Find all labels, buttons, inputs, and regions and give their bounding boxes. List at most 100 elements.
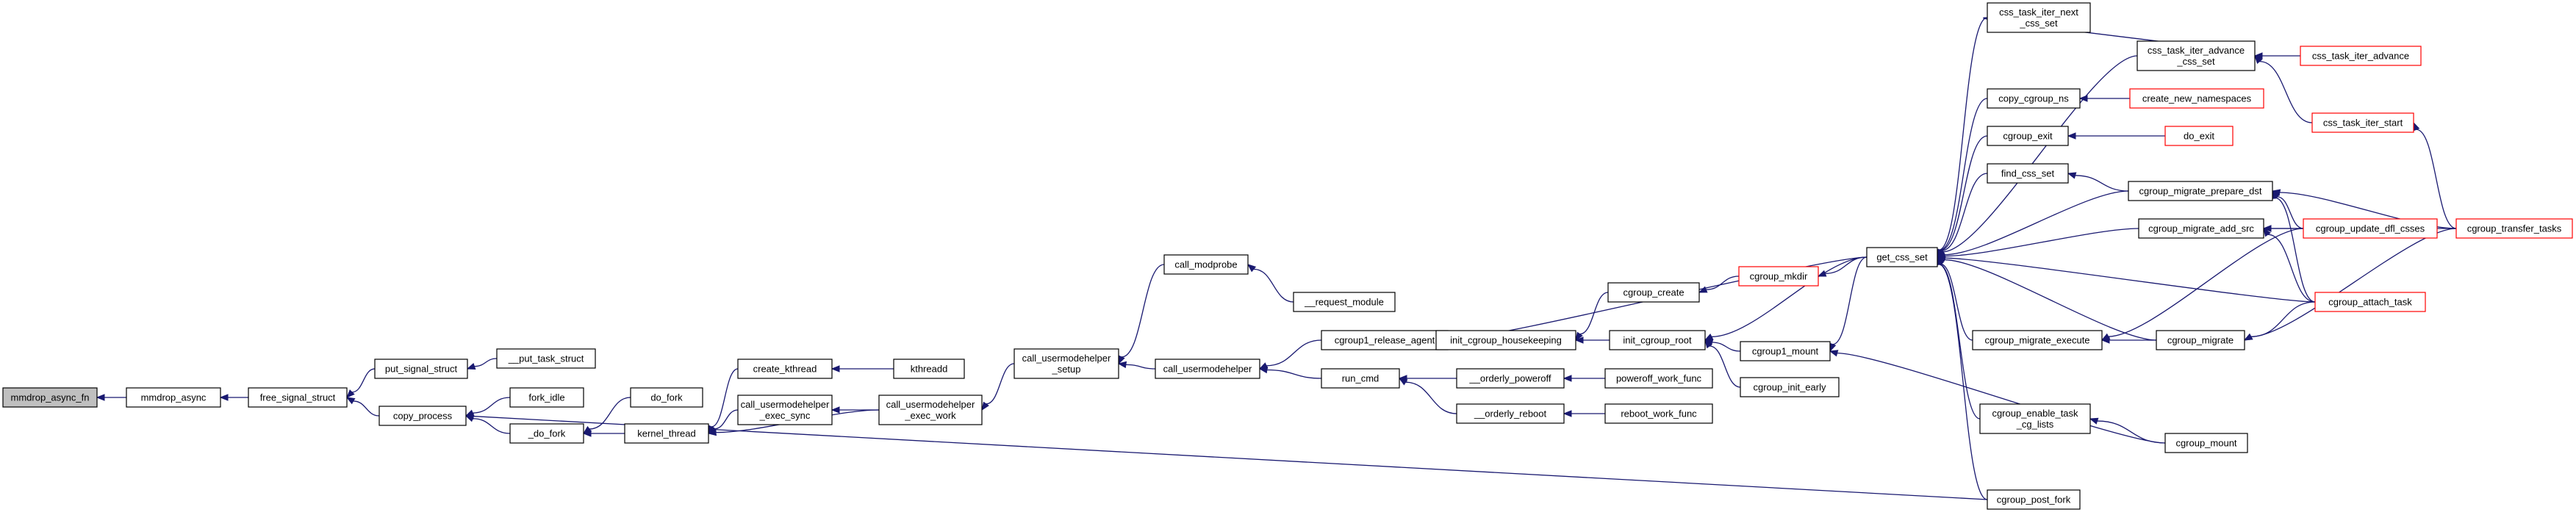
node-reboot-work-func[interactable]: reboot_work_func bbox=[1604, 403, 1713, 424]
arrowhead bbox=[1563, 375, 1572, 382]
edge-line bbox=[1711, 256, 1868, 338]
node-cgroup-update-dfl-csses[interactable]: cgroup_update_dfl_csses bbox=[2303, 218, 2438, 239]
node-box bbox=[1604, 403, 1713, 424]
node-run-cmd[interactable]: run_cmd bbox=[1321, 368, 1400, 389]
node-cgroup-create[interactable]: cgroup_create bbox=[1607, 282, 1700, 303]
edge-cgroup1-release-agent-to-call-usermodehelper bbox=[1258, 339, 1322, 370]
edge-line bbox=[2277, 196, 2304, 229]
edge-line bbox=[1939, 98, 1988, 251]
edge-kernel-thread-to-do-fork bbox=[582, 430, 625, 437]
node-do-fork[interactable]: _do_fork bbox=[509, 423, 584, 444]
edge-line bbox=[1125, 364, 1156, 370]
arrowhead bbox=[981, 401, 989, 411]
node-box bbox=[2136, 40, 2256, 71]
node-box bbox=[1456, 368, 1565, 389]
node-call-usermodehelper-setup[interactable]: call_usermodehelper_setup bbox=[1013, 348, 1119, 379]
node-box bbox=[2156, 330, 2245, 350]
edge-line bbox=[1942, 55, 2138, 253]
node-mmdrop-async-fn[interactable]: mmdrop_async_fn bbox=[2, 387, 98, 408]
node-cgroup-migrate-execute[interactable]: cgroup_migrate_execute bbox=[1972, 330, 2103, 350]
edge-line bbox=[1709, 345, 1741, 388]
node-find-css-set[interactable]: find_css_set bbox=[1987, 163, 2069, 184]
node-label: call_usermodehelper bbox=[1163, 364, 1252, 375]
node-box bbox=[1738, 266, 1819, 287]
node-cgroup-post-fork[interactable]: cgroup_post_fork bbox=[1987, 489, 2081, 510]
node-call-modprobe[interactable]: call_modprobe bbox=[1163, 254, 1249, 275]
node-orderly-reboot[interactable]: __orderly_reboot bbox=[1456, 403, 1565, 424]
node-do-exit[interactable]: do_exit bbox=[2164, 126, 2234, 146]
edge-line bbox=[2259, 60, 2313, 123]
node-box bbox=[509, 423, 584, 444]
edge-line bbox=[2075, 175, 2129, 192]
node-request-module[interactable]: __request_module bbox=[1293, 292, 1396, 312]
node-call-usermodehelper-exec-sync[interactable]: call_usermodehelper_exec_sync bbox=[737, 395, 833, 425]
node-cgroup-init-early[interactable]: cgroup_init_early bbox=[1740, 377, 1840, 397]
edge-call-usermodehelper-to-call-usermodehelper-setup bbox=[1117, 361, 1156, 370]
node-box bbox=[1155, 359, 1260, 379]
node-css-task-iter-next-css-set[interactable]: css_task_iter_next_css_set bbox=[1987, 2, 2091, 33]
node-kthreadd[interactable]: kthreadd bbox=[893, 359, 965, 379]
edge-line bbox=[2275, 197, 2316, 303]
edge-line bbox=[2250, 301, 2316, 337]
node-orderly-poweroff[interactable]: __orderly_poweroff bbox=[1456, 368, 1565, 389]
node-call-usermodehelper-exec-work[interactable]: call_usermodehelper_exec_work bbox=[878, 395, 983, 425]
node-cgroup-exit[interactable]: cgroup_exit bbox=[1987, 126, 2069, 146]
node-box bbox=[1013, 348, 1119, 379]
edge-line bbox=[1266, 369, 1322, 379]
node-init-cgroup-housekeeping[interactable]: init_cgroup_housekeeping bbox=[1435, 330, 1576, 350]
node-do-fork[interactable]: do_fork bbox=[630, 387, 703, 408]
node-copy-cgroup-ns[interactable]: copy_cgroup_ns bbox=[1987, 88, 2081, 109]
node-cgroup-transfer-tasks[interactable]: cgroup_transfer_tasks bbox=[2455, 218, 2573, 239]
node-put-task-struct[interactable]: __put_task_struct bbox=[496, 348, 596, 369]
node-create-new-namespaces[interactable]: create_new_namespaces bbox=[2129, 88, 2264, 109]
node-fork-idle[interactable]: fork_idle bbox=[509, 387, 584, 408]
node-label: __put_task_struct bbox=[508, 353, 584, 364]
edge-line bbox=[1122, 264, 1165, 358]
node-mmdrop-async[interactable]: mmdrop_async bbox=[126, 387, 221, 408]
edge-orderly-reboot-to-run-cmd bbox=[1398, 378, 1457, 414]
node-poweroff-work-func[interactable]: poweroff_work_func bbox=[1604, 368, 1713, 389]
node-init-cgroup-root[interactable]: init_cgroup_root bbox=[1609, 330, 1706, 350]
node-create-kthread[interactable]: create_kthread bbox=[737, 359, 833, 379]
edge-line bbox=[1939, 264, 1981, 419]
arrowhead bbox=[2100, 333, 2111, 341]
node-kernel-thread[interactable]: kernel_thread bbox=[624, 423, 709, 444]
node-css-task-iter-advance[interactable]: css_task_iter_advance bbox=[2300, 46, 2422, 66]
node-cgroup-enable-task-cg-lists[interactable]: cgroup_enable_task_cg_lists bbox=[1979, 403, 2091, 434]
node-cgroup-mount[interactable]: cgroup_mount bbox=[2164, 433, 2248, 453]
node-css-task-iter-advance-css-set[interactable]: css_task_iter_advance_css_set bbox=[2136, 40, 2256, 71]
edge-line bbox=[473, 418, 511, 434]
node-put-signal-struct[interactable]: put_signal_struct bbox=[374, 359, 468, 379]
node-cgroup-attach-task[interactable]: cgroup_attach_task bbox=[2314, 292, 2426, 312]
edge-create-new-namespaces-to-copy-cgroup-ns bbox=[2078, 95, 2130, 102]
node-cgroup-mkdir[interactable]: cgroup_mkdir bbox=[1738, 266, 1819, 287]
edge-line bbox=[2267, 234, 2316, 303]
node-free-signal-struct[interactable]: free_signal_struct bbox=[248, 387, 348, 408]
edge-get-css-set-to-init-cgroup-root bbox=[1704, 256, 1868, 341]
edge-put-signal-struct-to-free-signal-struct bbox=[346, 368, 376, 398]
edge-line bbox=[474, 358, 498, 367]
node-cgroup-migrate-prepare-dst[interactable]: cgroup_migrate_prepare_dst bbox=[2128, 181, 2273, 201]
node-get-css-set[interactable]: get_css_set bbox=[1866, 247, 1938, 267]
arrowhead bbox=[1829, 350, 1839, 357]
node-box bbox=[1740, 377, 1840, 397]
node-box bbox=[126, 387, 221, 408]
node-box bbox=[2455, 218, 2573, 239]
node-cgroup-migrate-add-src[interactable]: cgroup_migrate_add_src bbox=[2138, 218, 2264, 239]
edge-cgroup-init-early-to-init-cgroup-root bbox=[1704, 339, 1741, 388]
node-box bbox=[496, 348, 596, 369]
node-label: call_usermodehelper bbox=[1022, 353, 1111, 364]
node-cgroup-migrate[interactable]: cgroup_migrate bbox=[2156, 330, 2245, 350]
edge-run-cmd-to-call-usermodehelper bbox=[1258, 366, 1322, 379]
edge-line bbox=[2097, 420, 2166, 444]
edge-mmdrop-async-to-mmdrop-async-fn bbox=[96, 394, 127, 401]
node-call-usermodehelper[interactable]: call_usermodehelper bbox=[1155, 359, 1260, 379]
node-copy-process[interactable]: copy_process bbox=[378, 406, 467, 426]
node-cgroup1-release-agent[interactable]: cgroup1_release_agent bbox=[1321, 330, 1449, 350]
node-label: kernel_thread bbox=[637, 428, 696, 439]
node-box bbox=[2129, 88, 2264, 109]
node-box bbox=[737, 395, 833, 425]
node-label: cgroup_update_dfl_csses bbox=[2316, 223, 2425, 234]
node-cgroup1-mount[interactable]: cgroup1_mount bbox=[1740, 341, 1831, 361]
node-css-task-iter-start[interactable]: css_task_iter_start bbox=[2311, 112, 2414, 133]
